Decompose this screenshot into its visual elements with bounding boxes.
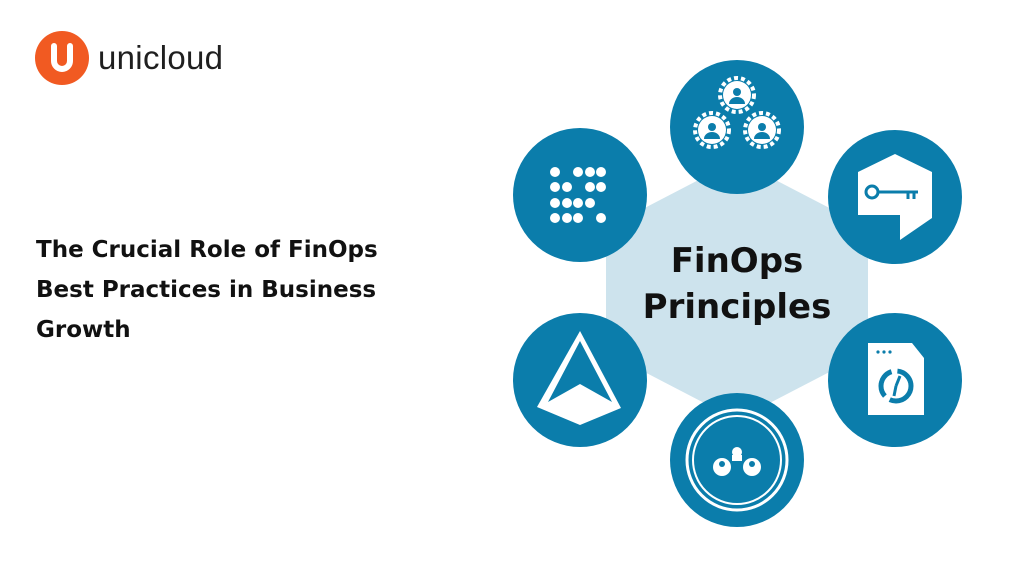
key-tag-icon bbox=[828, 130, 962, 264]
page-title: The Crucial Role of FinOps Best Practice… bbox=[36, 230, 456, 350]
dot-grid-icon bbox=[513, 128, 647, 262]
center-subtitle: Principles bbox=[643, 287, 832, 327]
center-title: FinOps bbox=[671, 241, 804, 281]
gears-people-icon bbox=[670, 60, 804, 194]
team-hierarchy-icon bbox=[670, 393, 804, 527]
title-line: The Crucial Role of FinOps bbox=[36, 237, 378, 263]
brand-logo: unicloud bbox=[35, 31, 223, 85]
title-line: Best Practices in Business bbox=[36, 277, 377, 303]
center-hexagon bbox=[606, 160, 868, 420]
brand-name: unicloud bbox=[98, 39, 224, 76]
title-line: Growth bbox=[36, 317, 131, 343]
logo-icon bbox=[35, 31, 89, 85]
document-clock-icon bbox=[828, 313, 962, 447]
arrow-up-icon bbox=[513, 313, 647, 447]
